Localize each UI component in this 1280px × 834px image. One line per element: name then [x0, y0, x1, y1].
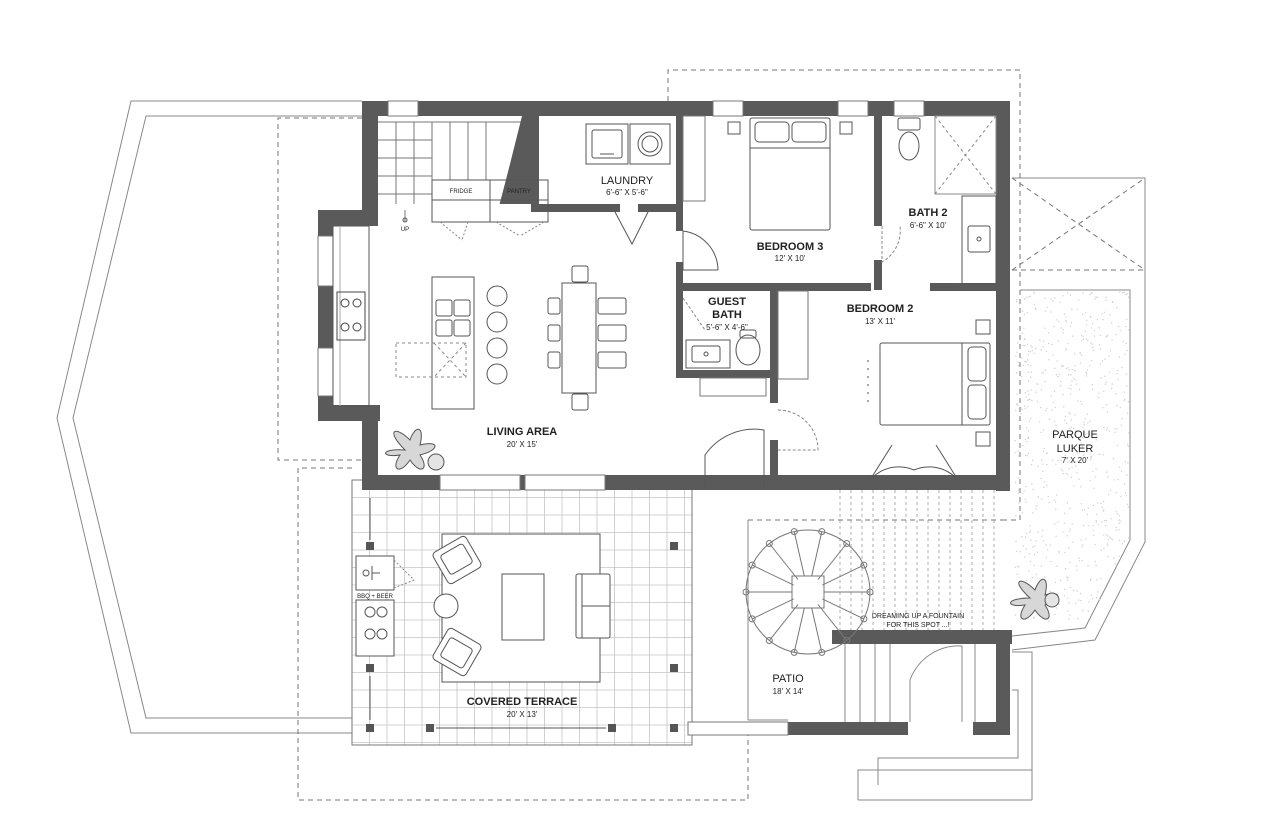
wardrobe: [682, 115, 706, 202]
kitchen-island: [395, 276, 475, 410]
grill-icon: [355, 555, 415, 657]
bed-icon: [727, 117, 853, 231]
dashed-outlines: [277, 69, 1146, 801]
laundry-door: [614, 211, 649, 246]
guest-bath-size: 5'-6" X 4'-6": [706, 323, 748, 332]
bed-icon: [867, 319, 991, 447]
bath2-door: [881, 225, 901, 263]
patio-outline: [747, 520, 963, 722]
laundry-name: LAUNDRY: [601, 175, 654, 187]
dining-table: [547, 265, 627, 411]
stair-landing: [500, 116, 531, 204]
bedroom3-name: BEDROOM 3: [757, 241, 824, 253]
terrace-rails: [369, 498, 606, 729]
bedroom3-size: 12' X 10': [775, 254, 806, 263]
toilet-icon: [897, 117, 921, 161]
laundry-size: 6'-6" X 5'-6": [606, 188, 648, 197]
plant-icon: [385, 428, 445, 471]
up-marker: [402, 217, 408, 223]
parque-luker-name2: LUKER: [1057, 443, 1094, 455]
bath2-size: 6'-6" X 10': [910, 221, 947, 230]
pantry-label: PANTRY: [507, 189, 531, 195]
stairs: [378, 121, 523, 222]
kitchen-counter: [332, 225, 370, 407]
covered-terrace-name: COVERED TERRACE: [467, 696, 578, 708]
guest-bath-fixtures: [682, 297, 761, 369]
patio-steps: [839, 490, 995, 630]
fountain-note-line1: DREAMING UP A FOUNTAIN: [872, 613, 964, 620]
terrace-posts: [366, 542, 678, 732]
patio-name: PATIO: [772, 673, 804, 685]
entry-steps: [844, 644, 976, 722]
windows: [317, 100, 925, 736]
covered-terrace-size: 20' X 13': [507, 710, 538, 719]
spiral-stair-icon: [742, 528, 874, 656]
sofa-icon: [575, 573, 611, 639]
patio-size: 18' X 14': [773, 687, 804, 696]
bedroom2-entry-door: [777, 409, 819, 451]
bedroom2-french-doors: [869, 444, 959, 481]
hall-door: [704, 428, 765, 490]
bbq-label: BBQ + BEER: [357, 594, 394, 600]
washer-icon: [585, 123, 629, 165]
hall-console: [699, 377, 767, 397]
living-area-name: LIVING AREA: [487, 426, 558, 438]
guest-bath-name1: GUEST: [708, 296, 746, 308]
bath2-name: BATH 2: [909, 207, 948, 219]
parque-luker-size: 7' X 20': [1062, 456, 1089, 465]
site-outline: [56, 100, 1146, 801]
fountain-note-line2: FOR THIS SPOT ...!: [886, 622, 949, 629]
living-area-size: 20' X 15': [507, 440, 538, 449]
sink-icon: [961, 195, 997, 285]
stove-icon: [336, 291, 366, 341]
fridge-pantry: [431, 179, 549, 241]
up-label: UP: [401, 227, 409, 233]
bedroom3-door: [682, 230, 719, 271]
side-table: [433, 593, 459, 619]
shower: [934, 115, 997, 195]
armchair-icon: [432, 627, 482, 677]
bedroom2-name: BEDROOM 2: [847, 303, 914, 315]
guest-bath-name2: BATH: [712, 309, 742, 321]
bedroom2-size: 13' X 11': [865, 317, 896, 326]
armchair-icon: [432, 535, 482, 585]
dryer-icon: [629, 123, 671, 165]
plant-icon: [1010, 578, 1060, 620]
parque-luker-name1: PARQUE: [1052, 429, 1098, 441]
closet: [777, 290, 809, 380]
fridge-label: FRIDGE: [450, 189, 473, 195]
bar-stools: [486, 285, 508, 385]
